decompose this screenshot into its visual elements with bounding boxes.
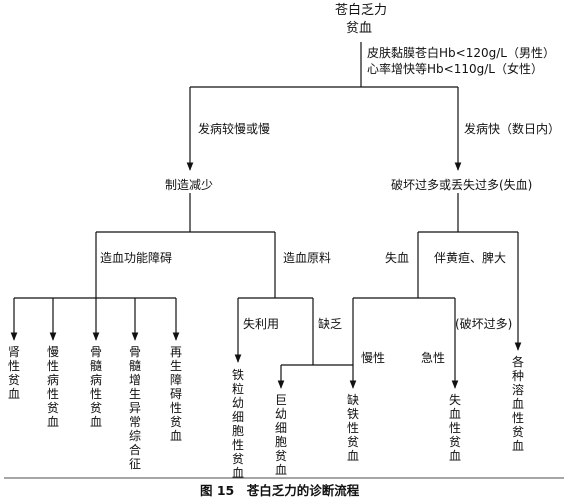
outcome-chronic-disease-anemia: 慢性病性贫血 (46, 345, 59, 429)
excess-loss-node: 破坏过多或丢失过多(失血) (391, 178, 533, 192)
excess-destruction-label: (破坏过多) (455, 317, 513, 331)
outcome-hemolytic-anemia: 各种溶血性贫血 (511, 355, 524, 453)
acute-label: 急性 (421, 351, 446, 365)
utilization-loss-label: 失利用 (243, 317, 280, 331)
jaundice-spleen-label: 伴黄疸、脾大 (434, 251, 507, 265)
blood-loss-label: 失血 (385, 251, 410, 265)
root-anemia: 贫血 (346, 21, 373, 36)
outcome-renal-anemia: 肾性贫血 (7, 345, 20, 401)
outcome-myelopathic-anemia: 骨髓病性贫血 (89, 345, 102, 429)
root-symptom: 苍白乏力 (335, 3, 388, 18)
raw-materials-label: 造血原料 (283, 251, 332, 265)
chronic-label: 慢性 (361, 351, 386, 365)
outcome-hemorrhagic-anemia: 失血性贫血 (448, 393, 461, 463)
slow-onset-label: 发病较慢或慢 (198, 122, 271, 136)
outcome-mds: 骨髓增生异常综合征 (128, 345, 141, 471)
outcome-megaloblastic-anemia: 巨幼细胞贫血 (274, 393, 287, 477)
deficiency-label: 缺乏 (318, 317, 343, 331)
figure-caption: 图 15 苍白乏力的诊断流程 (200, 483, 360, 498)
outcome-sideroblastic-anemia: 铁粒幼细胞性贫血 (231, 368, 244, 480)
criteria-female: 心率增快等Hb<110g/L（女性） (367, 62, 543, 76)
hematopoietic-dysfunction-label: 造血功能障碍 (100, 251, 173, 265)
reduced-production-node: 制造减少 (165, 178, 214, 192)
outcome-aplastic-anemia: 再生障碍性贫血 (169, 345, 182, 443)
criteria-male: 皮肤黏膜苍白Hb<120g/L（男性） (367, 46, 555, 60)
outcome-iron-deficiency-anemia: 缺铁性贫血 (346, 393, 359, 463)
fast-onset-label: 发病快（数日内） (464, 122, 561, 136)
